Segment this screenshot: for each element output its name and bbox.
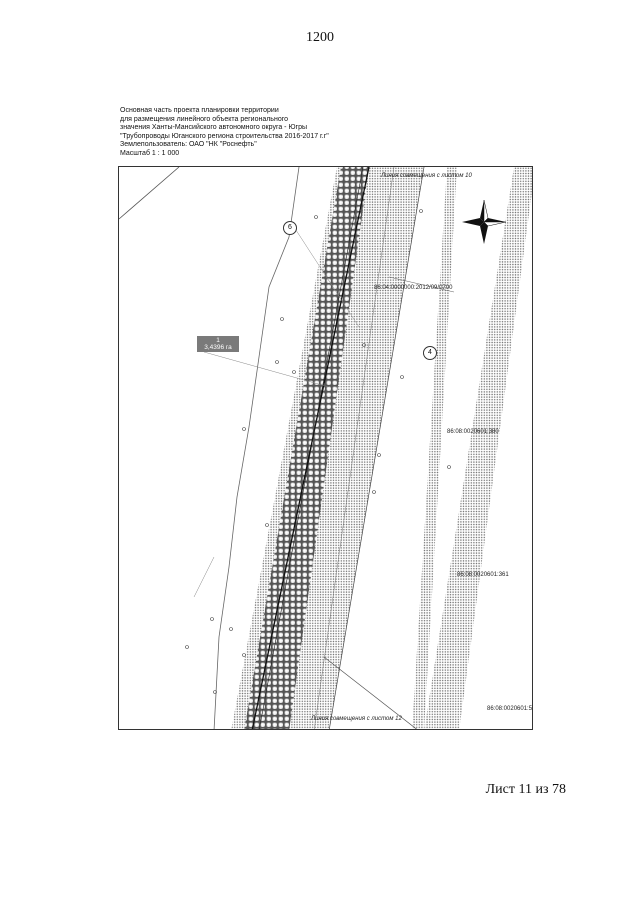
header-line: значения Ханты-Мансийского автономного о… — [120, 124, 308, 132]
pointer-line — [203, 351, 330, 388]
compass-icon — [462, 199, 507, 244]
map-frame: Линия совмещения с листом 10 Линия совме… — [118, 166, 533, 730]
header-line: Масштаб 1 : 1 000 — [120, 149, 180, 157]
header-line: для размещения линейного объекта региона… — [120, 115, 288, 123]
zone-label-4: 4 — [423, 346, 437, 360]
map-header: Основная часть проекта планировки террит… — [120, 107, 420, 159]
pipeline-edge — [259, 167, 364, 729]
pipeline-axis — [251, 167, 370, 729]
parcel-label: 1 3,4396 га — [197, 336, 239, 352]
cadastral-number: 86:08:0020601:361 — [457, 572, 509, 578]
header-line: Основная часть проекта планировки террит… — [120, 107, 279, 114]
parcel-boundary-left — [213, 167, 300, 729]
cadastral-number: 86:04:0000000:2012/09/0700 — [374, 285, 453, 291]
corridor-edge-right — [328, 167, 425, 729]
boundary-line — [293, 226, 360, 328]
alignment-line-label-bottom: Линия совмещения с листом 12 — [311, 716, 402, 722]
boundary-line — [323, 656, 418, 729]
alignment-line-label-top: Линия совмещения с листом 10 — [381, 173, 472, 179]
boundary-line — [193, 556, 215, 598]
parcel-area: 3,4396 га — [204, 344, 232, 351]
header-line: Землепользователь: ОАО "НК "Роснефть" — [120, 141, 257, 149]
parcel-number: 1 — [216, 337, 220, 344]
boundary-line — [119, 167, 180, 220]
gridded-corridor — [244, 167, 369, 729]
sheet-label: Лист 11 из 78 — [485, 782, 566, 797]
cadastral-number: 86:08:0020601:380 — [447, 429, 499, 435]
dotted-strip-middle — [412, 167, 457, 729]
survey-points — [185, 209, 451, 694]
zone-label-6: 6 — [283, 221, 297, 235]
dotted-strip-right — [424, 167, 532, 729]
map-drawing — [119, 167, 532, 729]
header-line: "Трубопроводы Юганского региона строител… — [120, 132, 329, 140]
pointer-line — [388, 276, 455, 293]
corridor-inner-line — [314, 167, 395, 729]
cadastral-number: 86:08:0020601:5 — [487, 706, 533, 712]
page-number: 1200 — [306, 30, 334, 45]
